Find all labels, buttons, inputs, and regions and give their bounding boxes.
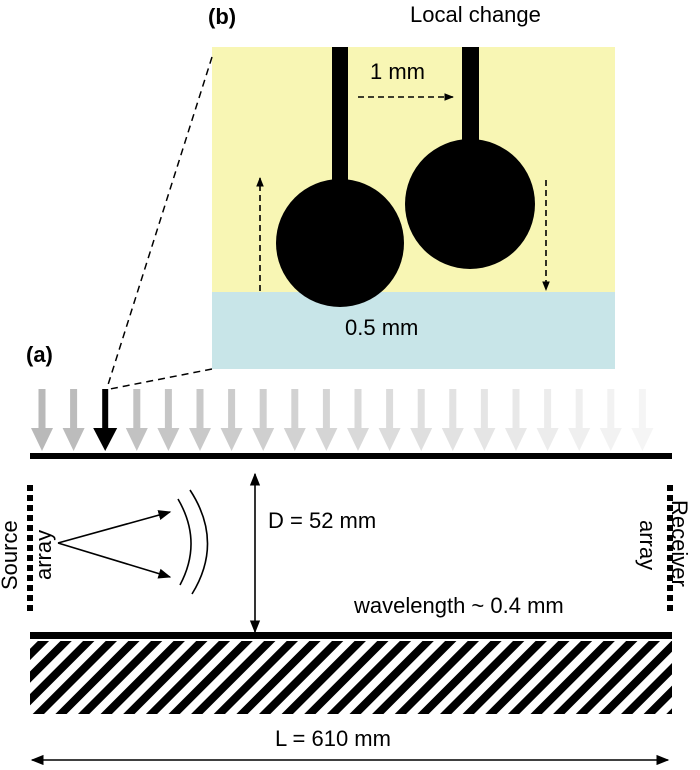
zoom-line-bottom [109,368,213,390]
incident-arrow [189,389,211,451]
receiver-element [667,525,673,531]
receiver-element [667,505,673,511]
receiver-element [667,565,673,571]
incident-arrow [378,389,401,451]
zoom-line-top [106,56,213,389]
receiver-element [667,605,673,611]
receiver-element [667,495,673,501]
source-element [27,595,33,601]
receiver-element [667,555,673,561]
incident-arrow-active [93,389,118,451]
source-element [27,575,33,581]
incident-arrow [347,389,369,451]
receiver-element [667,545,673,551]
source-element [27,585,33,591]
source-label-line1: Source [0,520,22,590]
incident-arrow [62,389,85,451]
object-ball-right [405,139,535,269]
object-stem-right [462,47,479,155]
length-label: L = 610 mm [275,726,391,751]
source-element [27,555,33,561]
receiver-element [667,575,673,581]
panel-b-title: Local change [410,2,541,27]
incident-arrow [410,389,433,451]
receiver-element [667,515,673,521]
object-stem-left [332,47,348,187]
receiver-label-line2: array [635,520,660,570]
source-element [27,495,33,501]
receiver-label-line1: Receiver [667,500,692,587]
receiver-element [667,585,673,591]
source-element [27,525,33,531]
depth-label: D = 52 mm [268,508,376,533]
incident-arrow [252,389,275,451]
receiver-element [667,595,673,601]
incident-arrows [31,389,654,451]
incident-arrow [157,389,180,451]
incident-arrow [125,389,148,451]
layer-label: 0.5 mm [345,315,418,340]
source-element [27,505,33,511]
source-element [27,605,33,611]
shift-label: 1 mm [370,59,425,84]
wavefront-outer [189,489,209,595]
panel-a-tag: (a) [26,342,53,367]
incident-arrow [220,389,243,451]
incident-arrow [315,389,338,451]
ray-upper [57,510,172,544]
source-element [27,515,33,521]
incident-arrow [631,389,654,451]
incident-arrow [505,389,527,451]
source-array [27,485,33,611]
receiver-element [667,485,673,491]
source-element [27,535,33,541]
incident-arrow [473,389,496,451]
seabed-hatch [30,641,672,714]
source-element [27,545,33,551]
panel-b-tag: (b) [208,4,236,29]
incident-arrow [31,389,53,451]
incident-arrow [283,389,306,451]
incident-arrow [568,389,591,451]
source-label-line2: array [31,530,56,580]
incident-arrow [536,389,559,451]
receiver-array [667,485,673,611]
object-ball-left [276,179,404,307]
wavefront-inner [177,498,192,586]
top-boundary [30,453,672,459]
incident-arrow [441,389,464,451]
bottom-boundary [30,632,672,639]
inset-panel: 1 mm 0.5 mm [212,47,615,369]
source-element [27,565,33,571]
wavelength-label: wavelength ~ 0.4 mm [353,593,564,618]
receiver-element [667,535,673,541]
incident-arrow [599,389,622,451]
ray-lower [57,542,172,579]
source-element [27,485,33,491]
lower-layer [212,292,615,369]
